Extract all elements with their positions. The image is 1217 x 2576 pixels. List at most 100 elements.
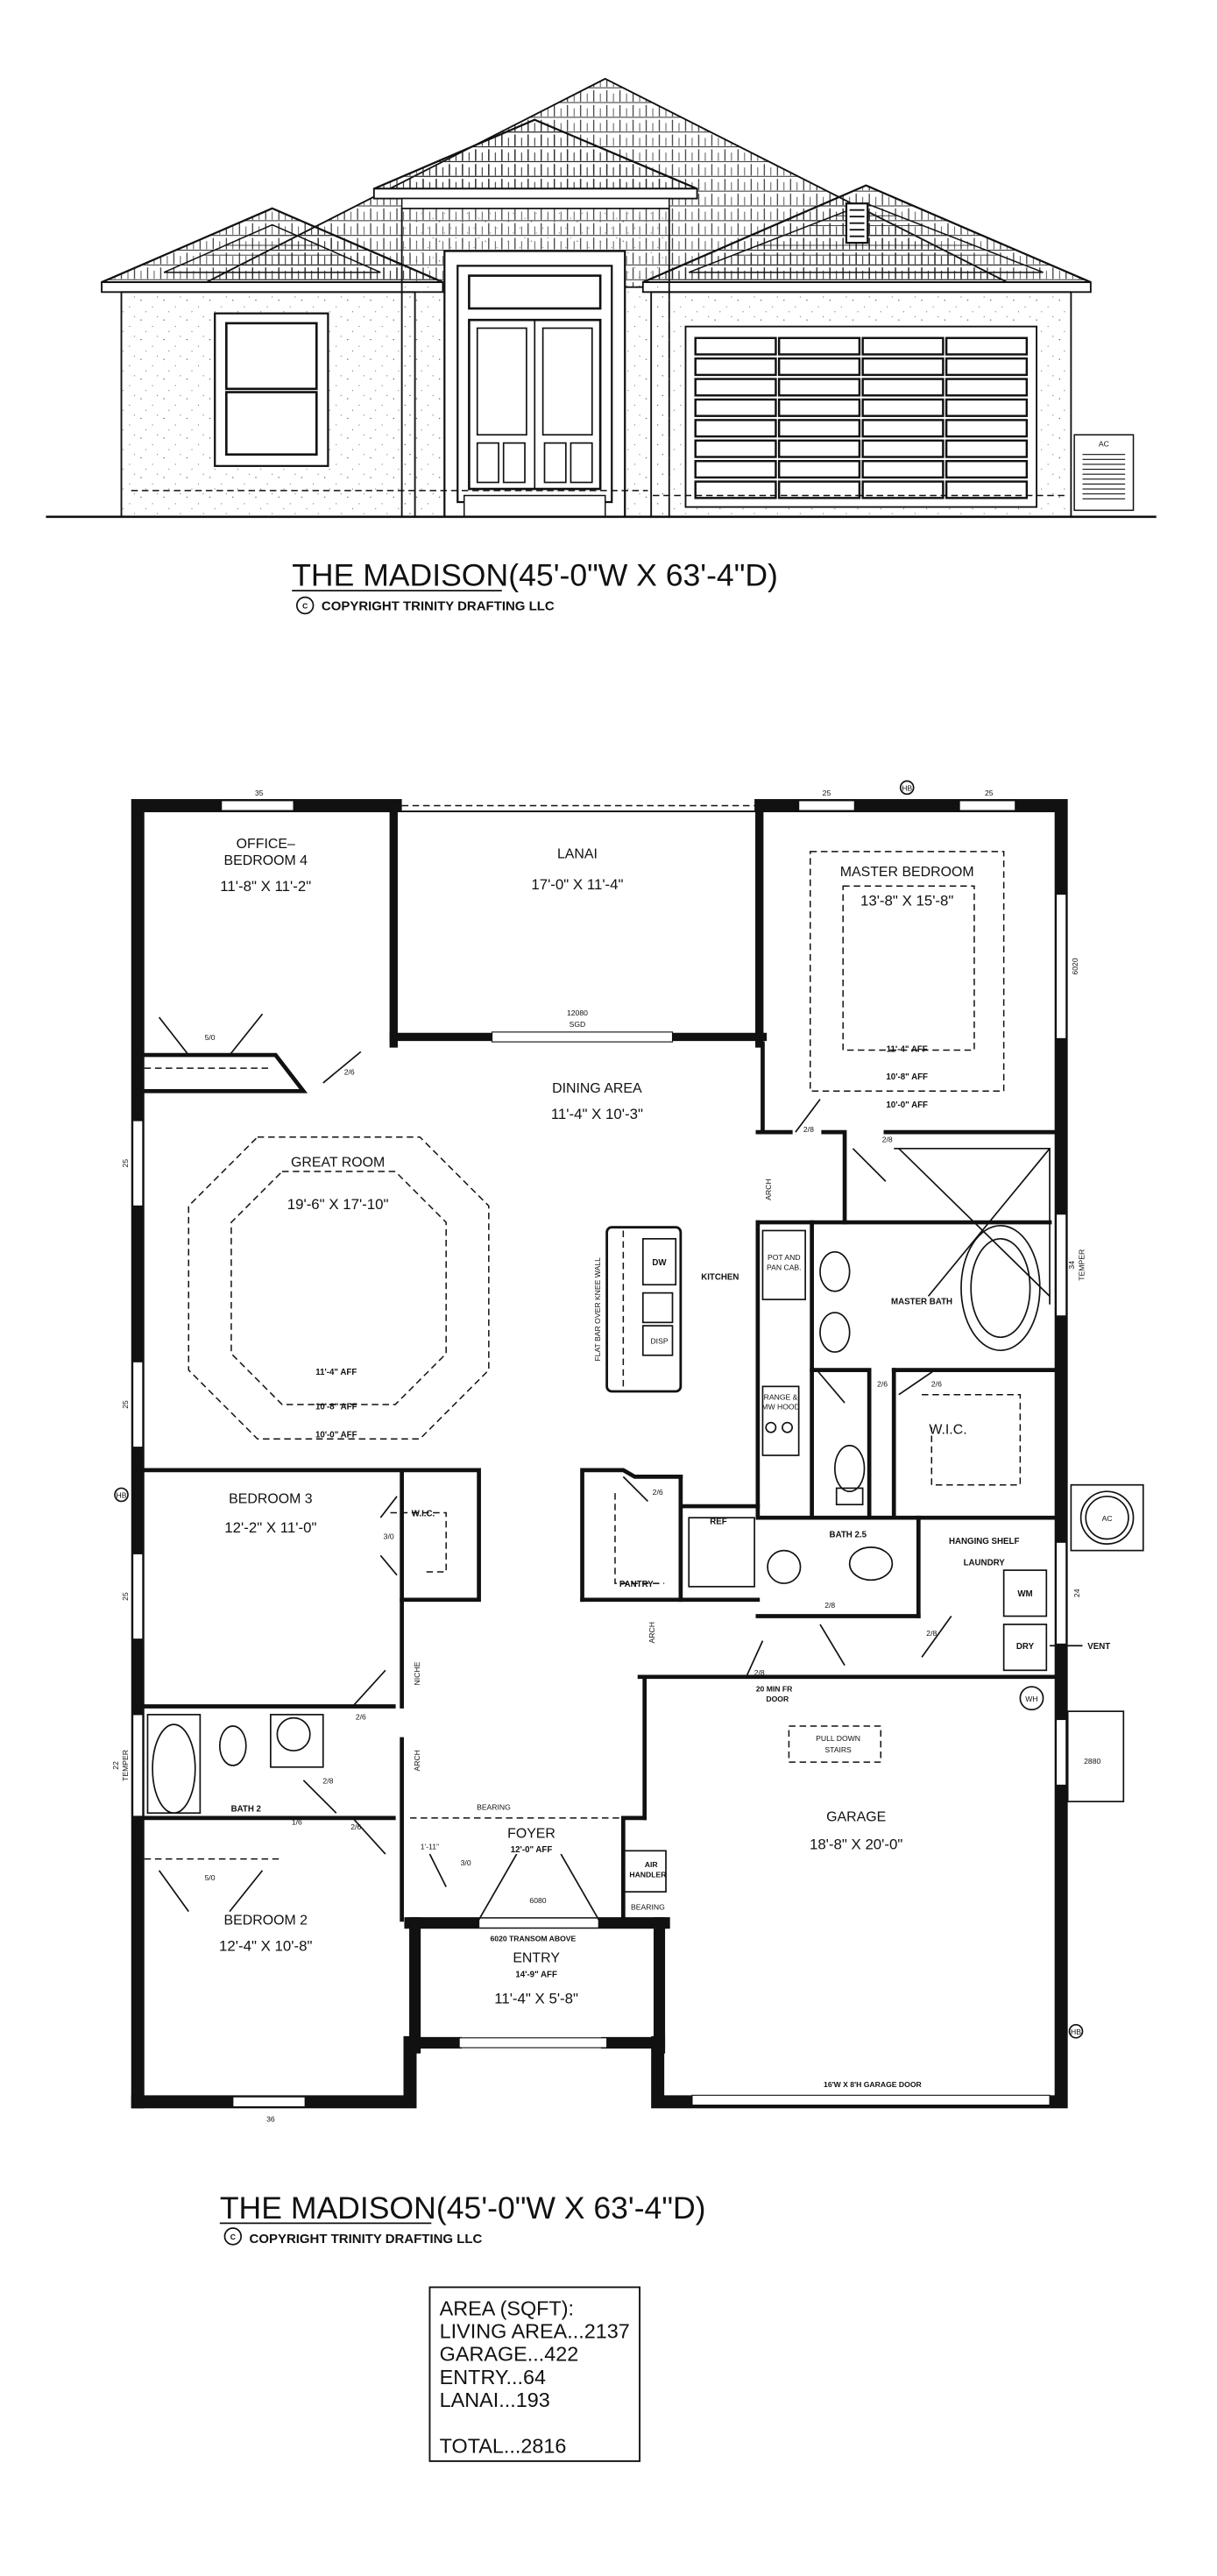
- room-dining-name: DINING AREA: [552, 1081, 642, 1096]
- garage-door-panel: [945, 439, 1029, 458]
- door-label: 5/0: [205, 1033, 216, 1042]
- garage-door-panel: [694, 398, 777, 417]
- front-window-upper-sash: [225, 322, 318, 391]
- door-label: 3/0: [461, 1858, 471, 1867]
- area-heading: AREA (SQFT):: [440, 2296, 574, 2319]
- window-label: 2880: [1084, 1757, 1100, 1766]
- door-swings: [158, 1013, 952, 1921]
- garage-door-panel: [694, 378, 777, 397]
- air-handler: [622, 1850, 667, 1893]
- room-kitchen-name: KITCHEN: [701, 1273, 739, 1283]
- garage-door-panel: [945, 398, 1029, 417]
- door-label: 2/6: [653, 1488, 663, 1497]
- garage-door-panel: [694, 357, 777, 377]
- note-wh: WH: [1025, 1695, 1037, 1703]
- area-row: LIVING AREA...2137: [440, 2319, 630, 2342]
- room-foyer-name: FOYER: [507, 1826, 555, 1841]
- note-flat-bar: FLAT BAR OVER KNEE WALL: [593, 1257, 602, 1362]
- front-window-lower-sash: [225, 391, 318, 456]
- garage-door-panel: [861, 419, 945, 438]
- note-ref: REF: [710, 1518, 726, 1527]
- garage-door-panel: [861, 357, 945, 377]
- right-fascia: [641, 281, 1092, 294]
- note-arch: ARCH: [413, 1750, 421, 1771]
- window-label: 34: [1067, 1261, 1076, 1270]
- elevation-title: THE MADISON: [292, 558, 508, 593]
- left-fascia: [101, 281, 444, 294]
- window-label: 25: [121, 1159, 130, 1168]
- garage-door-panel: [777, 419, 861, 438]
- window-label: 25: [121, 1592, 130, 1601]
- garage-door-panel: [777, 336, 861, 356]
- water-heater-icon: [1019, 1686, 1044, 1711]
- room-bedroom2-name: BEDROOM 2: [224, 1914, 308, 1928]
- plan-copyright: COPYRIGHT TRINITY DRAFTING LLC: [250, 2232, 483, 2247]
- garage-door-panel: [945, 419, 1029, 438]
- door-label: 6020 TRANSOM ABOVE: [491, 1934, 577, 1943]
- door-label: 16'W X 8'H GARAGE DOOR: [824, 2080, 922, 2089]
- door-label: 2/8: [803, 1125, 814, 1134]
- door-label: 2/6: [356, 1712, 366, 1721]
- note-dry: DRY: [1016, 1642, 1035, 1652]
- room-office-name: OFFICE–: [237, 837, 295, 852]
- room-great-size: 19'-6" X 17'-10": [287, 1196, 389, 1213]
- room-entry-name: ENTRY: [513, 1951, 560, 1966]
- entry-transom-window: [478, 1917, 599, 1928]
- room-master-bath-name: MASTER BATH: [891, 1298, 952, 1307]
- room-bath25-name: BATH 2.5: [830, 1531, 867, 1540]
- ac-unit-grille: [1082, 454, 1126, 499]
- svg-text:C: C: [230, 2233, 236, 2241]
- room-laundry-name: LAUNDRY: [964, 1558, 1006, 1568]
- garage-door-panel: [861, 398, 945, 417]
- area-row: ENTRY...64: [440, 2366, 546, 2388]
- exterior-walls: [131, 798, 1068, 2109]
- ac-unit-label: AC: [1099, 439, 1109, 448]
- room-office-size: 11'-8" X 11'-2": [220, 878, 311, 895]
- room-lanai-size: 17'-0" X 11'-4": [531, 876, 623, 893]
- garage-door-panel: [694, 459, 777, 479]
- room-foyer-ceiling: 12'-0" AFF: [511, 1845, 553, 1855]
- gable-vent-louvers: [849, 209, 865, 237]
- garage-door-panel: [945, 336, 1029, 356]
- garage-door-panel: [777, 439, 861, 458]
- note-disp: DISP: [650, 1337, 668, 1346]
- garage-door-panel: [694, 419, 777, 438]
- door-label: 12080: [567, 1008, 588, 1017]
- note-vent: VENT: [1087, 1642, 1110, 1652]
- ac-unit: [1073, 434, 1135, 512]
- garage-door-panel: [694, 336, 777, 356]
- fixture-notes: FLAT BAR OVER KNEE WALL DW DISP POT AND …: [117, 784, 1113, 2036]
- note-range: RANGE &: [764, 1392, 798, 1401]
- note-hb: HB: [1071, 2028, 1081, 2036]
- garage-door-panel: [861, 378, 945, 397]
- room-lanai-name: LANAI: [557, 846, 598, 861]
- room-office-name-2: BEDROOM 4: [224, 853, 308, 868]
- garage-door-panel: [694, 439, 777, 458]
- garage-door-panel: [777, 480, 861, 499]
- room-great-ceiling-3: 10'-0" AFF: [315, 1430, 357, 1440]
- room-garage-name: GARAGE: [826, 1810, 886, 1825]
- copyright-icon: [295, 596, 315, 615]
- elevation-copyright: COPYRIGHT TRINITY DRAFTING LLC: [322, 599, 555, 614]
- room-master-ceiling-1: 11'-4" AFF: [887, 1044, 928, 1054]
- door-label: DOOR: [766, 1695, 789, 1703]
- partition-walls: [142, 1041, 1058, 1922]
- door-label: 2/6: [344, 1068, 355, 1077]
- room-bedroom3-size: 12'-2" X 11'-0": [224, 1519, 316, 1536]
- room-bedroom3-wic-name: W.I.C.: [412, 1509, 435, 1518]
- copyright-icon: [223, 2227, 243, 2246]
- window-label: 35: [255, 789, 264, 797]
- room-master-name: MASTER BEDROOM: [840, 865, 974, 880]
- note-ac: AC: [1102, 1514, 1113, 1523]
- hose-bib-icon: [899, 780, 915, 796]
- garage-door-panel: [945, 357, 1029, 377]
- door-label: 2/8: [882, 1135, 893, 1143]
- note-air-handler: AIR: [645, 1860, 659, 1869]
- garage-door-panel: [861, 439, 945, 458]
- garage-door-panel: [694, 480, 777, 499]
- note-pot-cab: POT AND: [768, 1253, 801, 1262]
- room-bedroom2-size: 12'-4" X 10'-8": [219, 1938, 312, 1955]
- bathtub-bath2: [146, 1714, 202, 1815]
- window-label: 22: [111, 1761, 120, 1770]
